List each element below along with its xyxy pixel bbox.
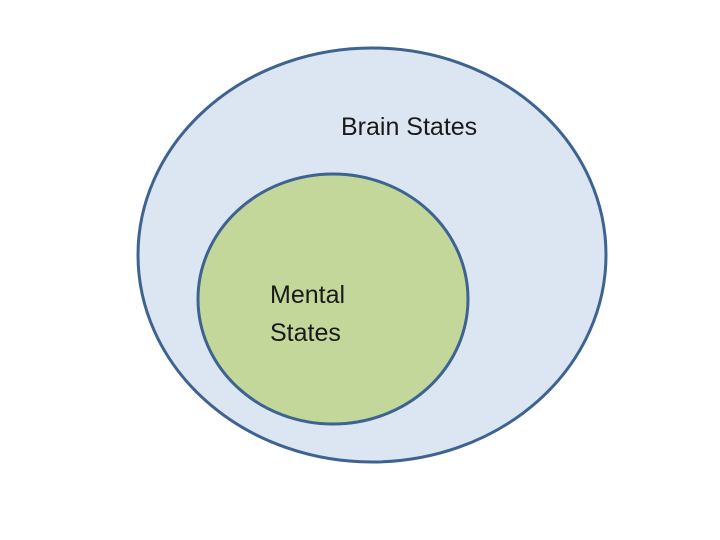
- mental-states-label-line2: States: [270, 319, 341, 347]
- mental-states-ellipse: [196, 172, 470, 426]
- brain-states-label: Brain States: [341, 113, 477, 141]
- mental-states-label-line1: Mental: [270, 281, 345, 309]
